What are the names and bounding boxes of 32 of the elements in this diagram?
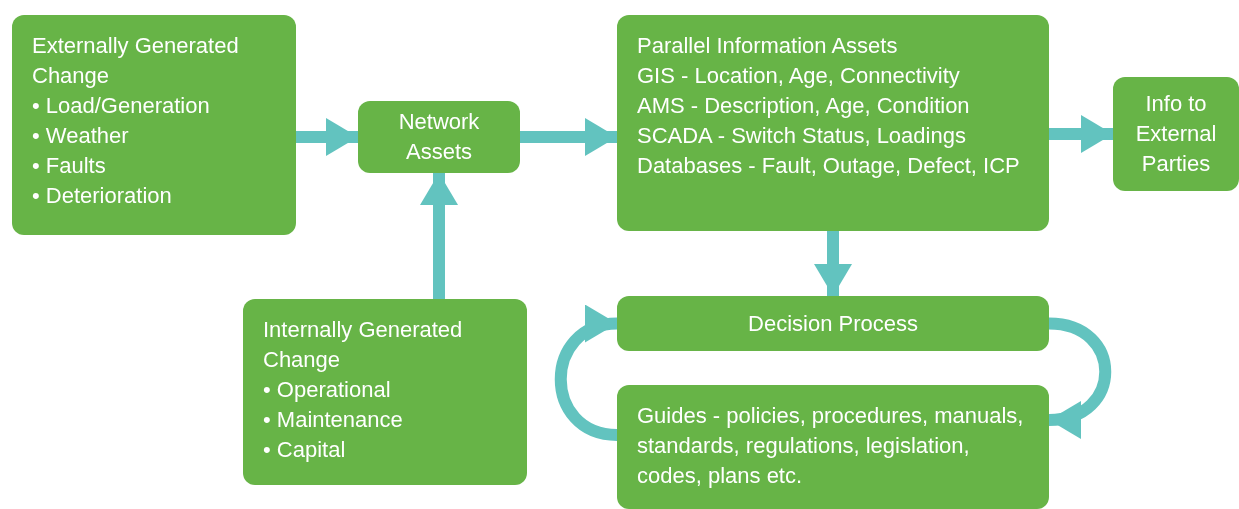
box-text: Decision Process: [748, 309, 918, 338]
box-text: Network Assets: [397, 108, 481, 166]
process-box: [358, 101, 520, 173]
process-box: [12, 15, 296, 235]
bullet-item: • Capital: [263, 436, 347, 464]
process-box: [1113, 77, 1239, 191]
bullet-item: • Weather: [32, 122, 130, 150]
arrow: [1048, 317, 1112, 436]
box-heading: Externally Generated Change: [32, 32, 240, 90]
bullet-item: • Faults: [32, 152, 107, 180]
arrow: [814, 231, 852, 296]
process-box: [617, 15, 1049, 231]
box-text: AMS - Description, Age, Condition: [637, 92, 971, 120]
bullet-item: • Maintenance: [263, 406, 404, 434]
arrow: [1049, 115, 1113, 153]
arrow: [420, 173, 458, 299]
process-box: [617, 296, 1049, 351]
box-heading: Internally Generated Change: [263, 316, 464, 374]
box-text: GIS - Location, Age, Connectivity: [637, 62, 961, 90]
process-box: [617, 385, 1049, 509]
box-text: Databases - Fault, Outage, Defect, ICP: [637, 152, 1021, 180]
box-text: SCADA - Switch Status, Loadings: [637, 122, 967, 150]
box-text: Guides - policies, procedures, manuals, standards, regulations, legislation, codes, plans etc.: [637, 402, 1025, 490]
box-heading: Parallel Information Assets: [637, 32, 899, 60]
arrow: [554, 308, 618, 441]
bullet-item: • Operational: [263, 376, 392, 404]
process-box: [243, 299, 527, 485]
bullet-item: • Deterioration: [32, 182, 173, 210]
bullet-item: • Load/Generation: [32, 92, 211, 120]
box-text: Info to External Parties: [1134, 90, 1218, 178]
arrow: [520, 118, 617, 156]
arrow: [296, 118, 358, 156]
